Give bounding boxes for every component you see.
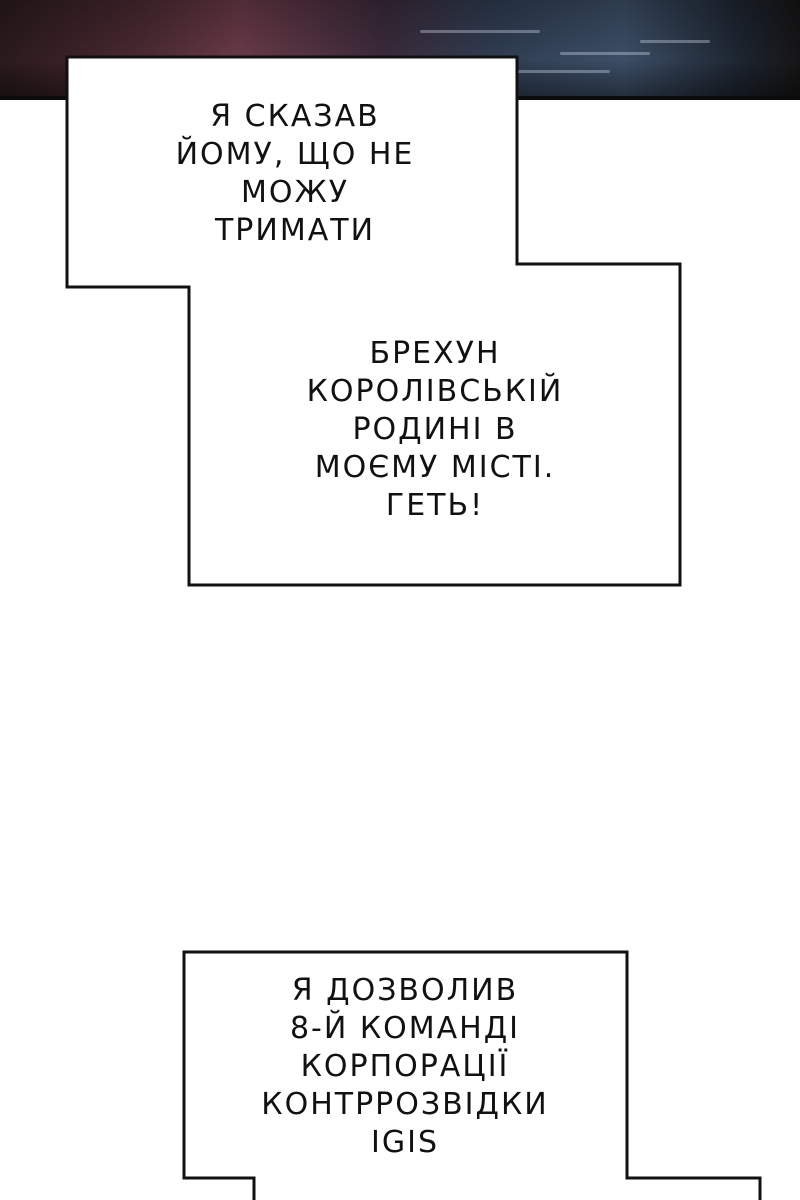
caption-line: Я сказав <box>210 99 380 134</box>
caption-line: Геть! <box>385 488 485 523</box>
caption-line: родині в <box>352 412 518 447</box>
caption-box-upper <box>65 55 682 587</box>
caption-line: 8-й команді <box>289 1011 521 1046</box>
caption-box-lower <box>182 950 762 1200</box>
caption-line: Я дозволив <box>291 973 519 1008</box>
caption-line: брехун <box>369 336 501 371</box>
caption-text-1: Я сказав йому, що не можу тримати <box>140 98 450 250</box>
artwork-highlight <box>560 52 650 55</box>
caption-line: корпорації <box>300 1049 510 1084</box>
caption-line: моєму місті. <box>314 450 556 485</box>
caption-line: йому, що не <box>175 137 415 172</box>
caption-text-3: Я дозволив 8-й команді корпорації контрр… <box>215 972 595 1162</box>
caption-line: тримати <box>214 213 376 248</box>
caption-text-2: брехун королівській родині в моєму місті… <box>250 335 620 525</box>
caption-line: можу <box>240 175 350 210</box>
artwork-highlight <box>470 70 610 73</box>
caption-line: королівській <box>306 374 564 409</box>
caption-line: контррозвідки <box>261 1087 549 1122</box>
artwork-highlight <box>640 40 710 43</box>
caption-line: IGIS <box>371 1125 439 1160</box>
artwork-highlight <box>420 30 540 33</box>
